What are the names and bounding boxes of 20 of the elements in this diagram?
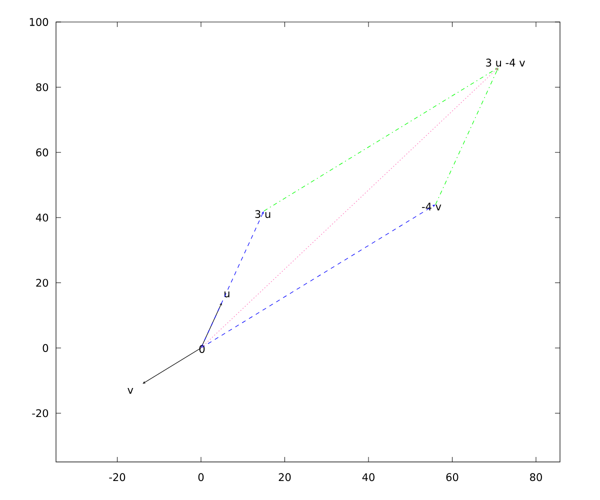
tick-label: 80 <box>36 83 48 92</box>
tick-label: 80 <box>530 473 542 482</box>
tick-label: -20 <box>32 409 48 418</box>
point-label: -4 v <box>422 202 442 210</box>
tick-label: 20 <box>278 473 291 482</box>
tick-label: 60 <box>36 148 48 156</box>
tick-label: -20 <box>109 473 126 482</box>
tick-label: 40 <box>362 473 374 482</box>
tick-label: 0 <box>42 344 48 352</box>
point-label: 3 u -4 v <box>486 58 525 67</box>
tick-label: 20 <box>36 278 48 287</box>
point-label: 3 u <box>255 210 270 218</box>
point-label: 0 <box>199 345 205 353</box>
tick-label: 0 <box>198 473 204 482</box>
point-label: u <box>224 291 230 298</box>
tick-label: 60 <box>446 473 458 482</box>
point-label: v <box>128 388 134 394</box>
tick-label: 100 <box>30 18 48 26</box>
vector-arrow <box>142 348 202 384</box>
tick-label: 40 <box>36 214 48 222</box>
